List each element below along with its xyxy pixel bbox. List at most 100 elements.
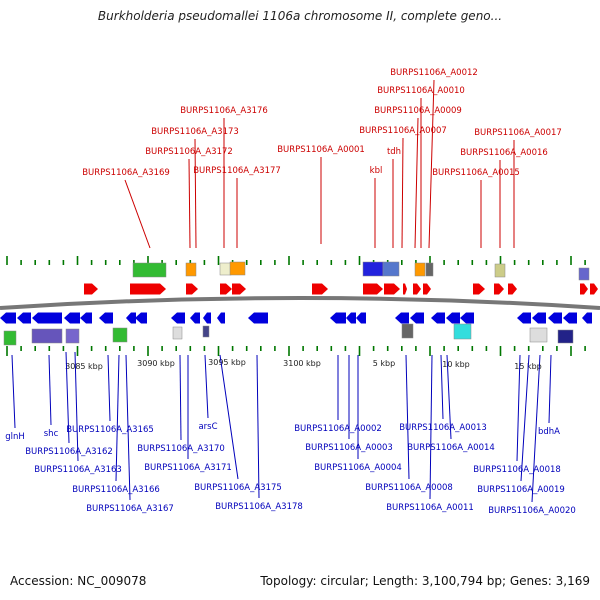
top-gene-label: BURPS1106A_A3176	[180, 106, 268, 116]
label-leader-line	[219, 354, 239, 480]
gene-arrow-reverse	[64, 312, 80, 324]
gene-arrow-reverse	[99, 312, 113, 324]
label-leader-lines	[11, 79, 552, 503]
bottom-gene-label: shc	[44, 429, 59, 439]
bottom-gene-label: BURPS1106A_A0019	[477, 485, 565, 495]
gene-arrow-reverse	[330, 312, 346, 324]
feature-box	[529, 327, 548, 343]
top-gene-label: BURPS1106A_A0016	[460, 148, 548, 158]
genome-summary-text: Topology: circular; Length: 3,100,794 bp…	[260, 574, 590, 588]
ruler-bottom	[6, 346, 586, 356]
gene-arrow-reverse	[548, 312, 562, 324]
bottom-gene-label: BURPS1106A_A3167	[86, 504, 174, 514]
gene-arrow-reverse	[446, 312, 460, 324]
top-gene-label: BURPS1106A_A0001	[277, 145, 365, 155]
bottom-gene-label: BURPS1106A_A3175	[194, 483, 282, 493]
gene-arrow-forward	[403, 283, 407, 295]
feature-box	[3, 330, 17, 346]
feature-box	[401, 323, 414, 339]
bottom-gene-label: BURPS1106A_A0018	[473, 465, 561, 475]
scale-label: 3090 kbp	[137, 359, 175, 368]
feature-box	[112, 327, 128, 343]
bottom-gene-label: BURPS1106A_A0004	[314, 463, 402, 473]
label-leader-line	[48, 354, 52, 426]
bottom-gene-label: BURPS1106A_A0020	[488, 506, 576, 516]
feature-box	[362, 261, 384, 277]
top-gene-label: BURPS1106A_A0007	[359, 126, 447, 136]
feature-boxes	[3, 261, 590, 346]
gene-arrow-reverse	[356, 312, 366, 324]
label-leader-line	[531, 354, 541, 503]
bottom-gene-label: BURPS1106A_A0002	[294, 424, 382, 434]
bottom-gene-label: BURPS1106A_A0013	[399, 423, 487, 433]
label-leader-line	[516, 354, 521, 462]
feature-box	[557, 329, 574, 344]
top-gene-label: BURPS1106A_A0015	[432, 168, 520, 178]
top-gene-label: tdh	[387, 147, 401, 157]
feature-box	[414, 262, 426, 277]
gene-arrow-reverse	[0, 312, 16, 324]
feature-box	[185, 262, 197, 277]
bottom-gene-label: BURPS1106A_A3163	[34, 465, 122, 475]
gene-arrow-reverse	[203, 312, 211, 324]
gene-labels: BURPS1106A_A3169BURPS1106A_A3172BURPS110…	[5, 68, 576, 516]
scale-label: 3095 kbp	[208, 358, 246, 367]
bottom-gene-label: BURPS1106A_A3178	[215, 502, 303, 512]
gene-arrow-reverse	[80, 312, 92, 324]
chromosome-backbone	[0, 296, 600, 310]
gene-arrow-forward	[384, 283, 400, 295]
label-leader-line	[440, 354, 444, 420]
feature-box	[219, 262, 232, 276]
bottom-gene-label: BURPS1106A_A3162	[25, 447, 113, 457]
label-leader-line	[179, 354, 182, 441]
gene-arrow-reverse	[431, 312, 445, 324]
feature-box	[425, 262, 434, 277]
label-leader-line	[256, 354, 260, 499]
top-gene-label: BURPS1106A_A3177	[193, 166, 281, 176]
gene-arrow-forward	[494, 283, 504, 295]
top-gene-label: BURPS1106A_A0017	[474, 128, 562, 138]
top-gene-label: BURPS1106A_A0009	[374, 106, 462, 116]
top-gene-label: BURPS1106A_A3173	[151, 127, 239, 137]
feature-box	[453, 323, 472, 340]
scale-label: 5 kbp	[373, 359, 395, 368]
feature-box	[578, 267, 590, 281]
gene-arrow-reverse	[582, 312, 592, 324]
label-leader-line	[428, 79, 435, 249]
gene-arrow-forward	[580, 283, 588, 295]
gene-arrow-reverse	[532, 312, 546, 324]
feature-box	[202, 325, 210, 338]
gene-arrow-forward	[84, 283, 98, 295]
gene-arrow-forward	[590, 283, 598, 295]
label-leader-line	[401, 137, 404, 249]
gene-arrow-reverse	[563, 312, 577, 324]
top-gene-label: kbl	[370, 166, 383, 176]
gene-arrow-forward	[363, 283, 383, 295]
feature-box	[172, 326, 183, 340]
gene-arrow-reverse	[395, 312, 409, 324]
gene-arrow-reverse	[17, 312, 31, 324]
label-leader-line	[429, 354, 433, 500]
bottom-gene-label: BURPS1106A_A3170	[137, 444, 225, 454]
bottom-gene-label: BURPS1106A_A0003	[305, 443, 393, 453]
label-leader-line	[405, 354, 410, 480]
label-leader-line	[548, 354, 552, 424]
map-title: Burkholderia pseudomallei 1106a chromoso…	[97, 9, 503, 23]
accession-text: Accession: NC_009078	[10, 574, 147, 588]
label-leader-line	[204, 354, 209, 419]
gene-arrow-forward	[232, 283, 246, 295]
gene-arrow-forward	[220, 283, 232, 295]
label-leader-line	[194, 138, 197, 249]
gene-arrow-forward	[423, 283, 431, 295]
feature-box	[132, 262, 167, 278]
bottom-gene-label: BURPS1106A_A0008	[365, 483, 453, 493]
bottom-gene-label: bdhA	[538, 427, 560, 437]
gene-arrow-reverse	[135, 312, 147, 324]
top-gene-label: BURPS1106A_A3169	[82, 168, 170, 178]
reverse-strand-genes	[0, 312, 592, 324]
bottom-gene-label: arsC	[198, 422, 217, 432]
label-leader-line	[124, 179, 151, 249]
label-leader-line	[74, 351, 79, 462]
